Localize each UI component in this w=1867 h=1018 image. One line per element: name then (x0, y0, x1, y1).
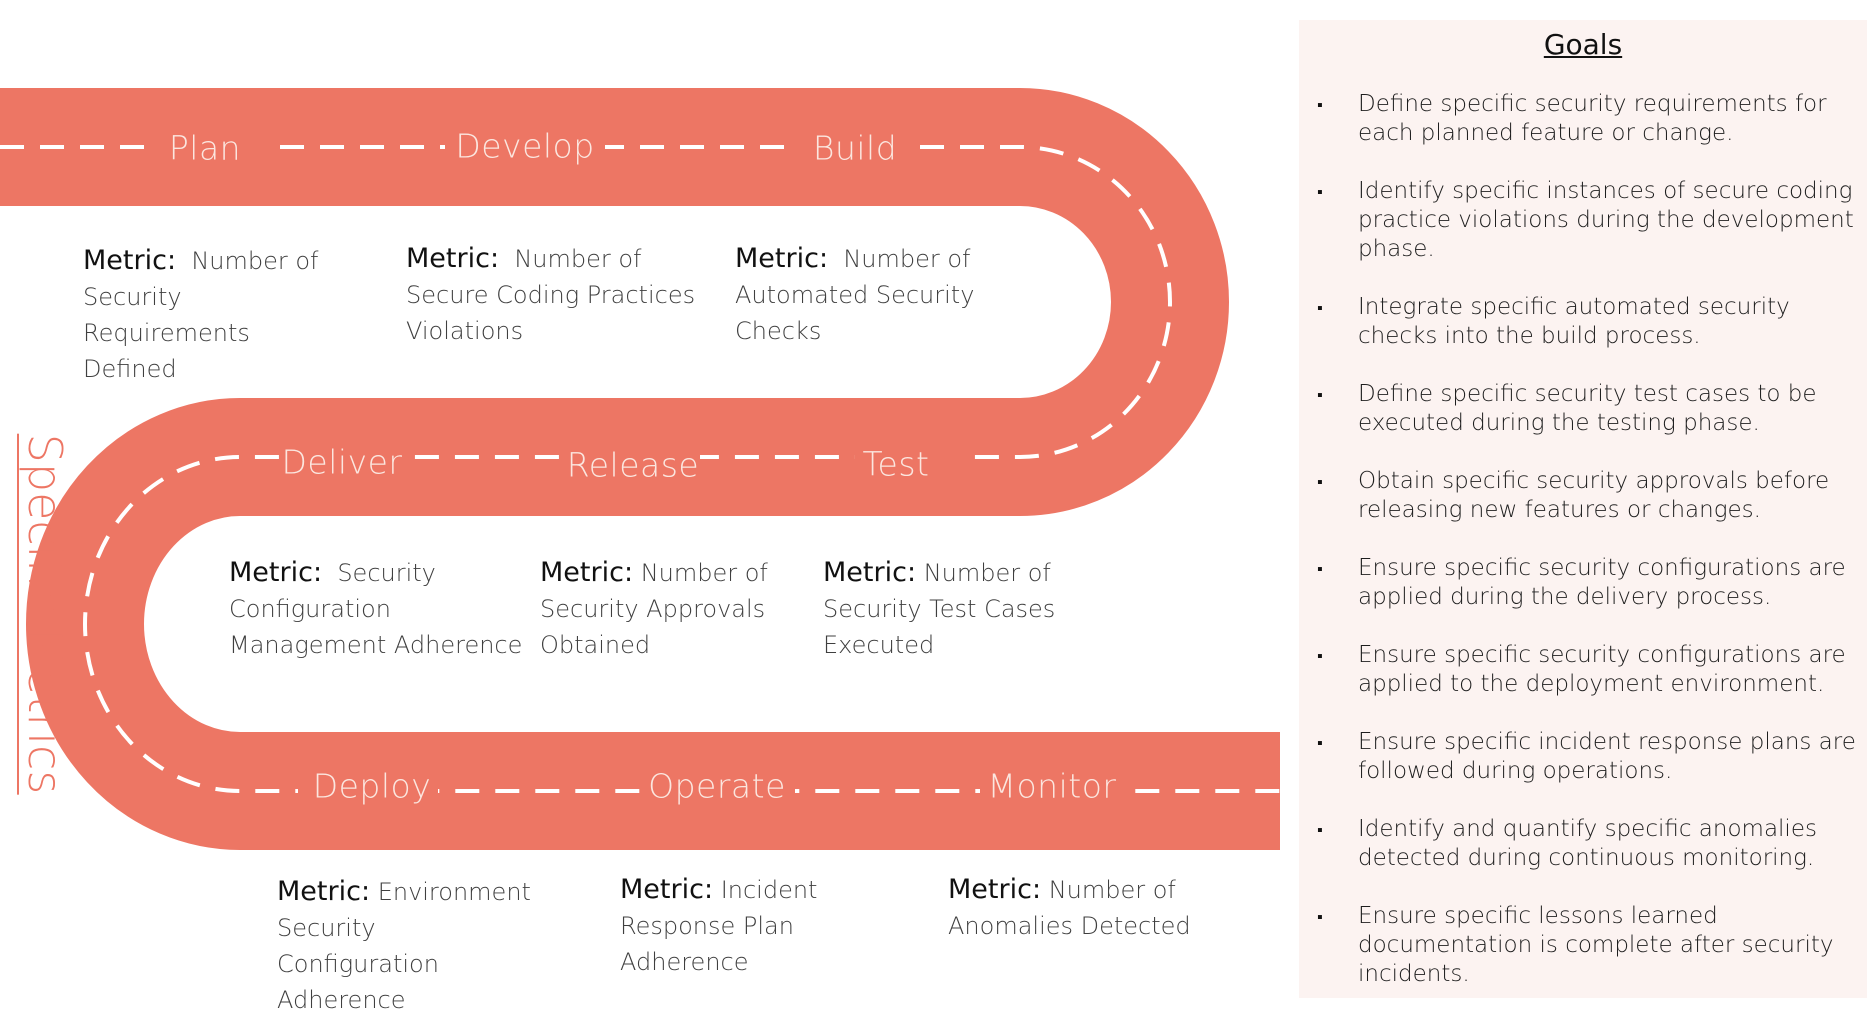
bullet-icon: ▪ (1317, 646, 1323, 665)
goal-text: Ensure specific lessons learned document… (1358, 903, 1834, 987)
goal-item: ▪ Define specific security requirements f… (1317, 90, 1857, 148)
goal-item: ▪ Ensure specific incident response plans… (1317, 728, 1857, 786)
label-gaps (145, 127, 1130, 812)
goal-item: ▪ Identify specific instances of secure c… (1317, 177, 1857, 264)
goals-title: Goals (1543, 28, 1623, 61)
metric-build: Metric: Number of Automated Security Che… (735, 241, 990, 349)
metric-key: Metric: (277, 876, 371, 907)
stage-test: Test (862, 444, 930, 484)
metric-test: Metric: Number of Security Test Cases Ex… (823, 555, 1073, 663)
bullet-icon: ▪ (1317, 385, 1323, 404)
metric-key: Metric: (229, 557, 323, 588)
metric-key: Metric: (406, 243, 500, 274)
goal-item: ▪ Ensure specific lessons learned documen… (1317, 902, 1857, 989)
goal-text: Integrate specific automated security ch… (1358, 294, 1790, 349)
metric-monitor-text: Number of Anomalies Detected (948, 876, 1191, 940)
stage-deliver: Deliver (281, 442, 403, 482)
road-dashes (0, 145, 1280, 793)
metric-deploy: Metric: Environment Security Configurati… (277, 874, 537, 1018)
goals-panel: Goals ▪ Define specific security requirem… (1299, 20, 1867, 998)
stage-monitor: Monitor (987, 766, 1117, 806)
bullet-icon: ▪ (1317, 733, 1323, 752)
goal-item: ▪ Obtain specific security approvals befo… (1317, 467, 1857, 525)
stage-develop: Develop (455, 126, 595, 166)
goal-text: Ensure specific incident response plans … (1358, 729, 1856, 784)
goal-item: ▪ Identify and quantify specific anomalie… (1317, 815, 1857, 873)
side-title: Specific Metrics (17, 433, 72, 795)
goal-text: Ensure specific security configurations … (1358, 642, 1846, 697)
bullet-icon: ▪ (1317, 820, 1323, 839)
stage-plan: Plan (168, 128, 242, 168)
bullet-icon: ▪ (1317, 907, 1323, 926)
goal-item: ▪ Ensure specific security configurations… (1317, 554, 1857, 612)
goal-text: Identify specific instances of secure co… (1358, 178, 1854, 262)
metric-plan: Metric: Number of Security Requirements … (83, 243, 348, 387)
metric-deliver-text: Security Configuration Management Adhere… (229, 559, 523, 659)
goal-text: Define specific security test cases to b… (1358, 381, 1817, 436)
metric-key: Metric: (540, 557, 634, 588)
stage-build: Build (812, 128, 898, 168)
goal-text: Obtain specific security approvals befor… (1358, 468, 1830, 523)
metric-key: Metric: (735, 243, 829, 274)
metric-monitor: Metric: Number of Anomalies Detected (948, 872, 1218, 944)
metric-develop-text: Number of Secure Coding Practices Violat… (406, 245, 696, 345)
bullet-icon: ▪ (1317, 472, 1323, 491)
metric-key: Metric: (823, 557, 917, 588)
metric-plan-text: Number of Security Requirements Defined (83, 247, 319, 383)
stage-deploy: Deploy (312, 766, 432, 806)
bullet-icon: ▪ (1317, 559, 1323, 578)
goal-text: Identify and quantify specific anomalies… (1358, 816, 1817, 871)
stage-operate: Operate (648, 766, 786, 806)
goal-item: ▪ Integrate specific automated security c… (1317, 293, 1857, 351)
metric-key: Metric: (83, 245, 177, 276)
bullet-icon: ▪ (1317, 298, 1323, 317)
bullet-icon: ▪ (1317, 95, 1323, 114)
metric-operate: Metric: Incident Response Plan Adherence (620, 872, 850, 980)
metric-release-text: Number of Security Approvals Obtained (540, 559, 768, 659)
goal-item: ▪ Ensure specific security configurations… (1317, 641, 1857, 699)
bullet-icon: ▪ (1317, 182, 1323, 201)
metric-release: Metric: Number of Security Approvals Obt… (540, 555, 790, 663)
metric-key: Metric: (948, 874, 1042, 905)
goal-text: Define specific security requirements fo… (1358, 91, 1827, 146)
metric-key: Metric: (620, 874, 714, 905)
stage-release: Release (566, 445, 700, 485)
goals-list: ▪ Define specific security requirements f… (1317, 90, 1857, 1018)
goal-text: Ensure specific security configurations … (1358, 555, 1846, 610)
metric-deliver: Metric: Security Configuration Managemen… (229, 555, 529, 663)
metric-operate-text: Incident Response Plan Adherence (620, 876, 818, 976)
goal-item: ▪ Define specific security test cases to … (1317, 380, 1857, 438)
metric-test-text: Number of Security Test Cases Executed (823, 559, 1056, 659)
metric-develop: Metric: Number of Secure Coding Practice… (406, 241, 696, 349)
metric-build-text: Number of Automated Security Checks (735, 245, 975, 345)
